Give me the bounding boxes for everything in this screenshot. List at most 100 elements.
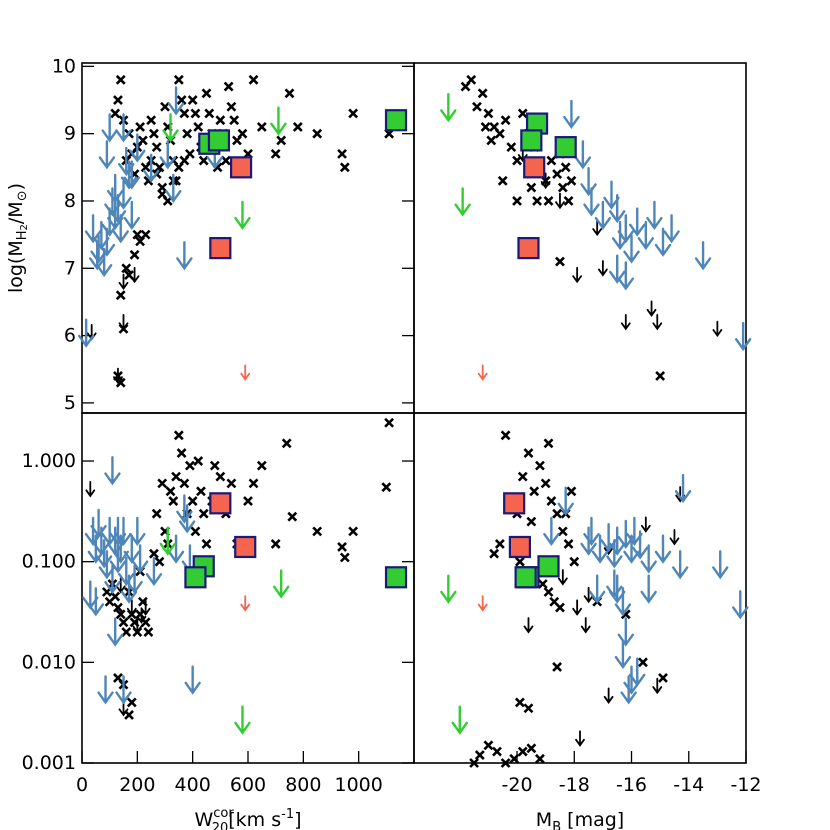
detection-point bbox=[190, 108, 201, 119]
detection-point bbox=[121, 627, 132, 637]
panel-top-right bbox=[413, 62, 752, 414]
upper-limit-blue bbox=[591, 534, 609, 564]
detection-point bbox=[179, 108, 190, 119]
upper-limit-black bbox=[85, 481, 96, 498]
upper-limit-blue bbox=[107, 200, 124, 230]
x-label-right: MB [mag] bbox=[536, 809, 624, 830]
detection-point bbox=[248, 74, 259, 85]
upper-limit-blue bbox=[77, 318, 95, 348]
detection-point bbox=[546, 496, 557, 507]
upper-limit-blue bbox=[712, 550, 729, 580]
upper-limit-black bbox=[652, 677, 663, 695]
detection-point bbox=[146, 115, 157, 126]
upper-limit-blue bbox=[87, 587, 105, 617]
detection-point bbox=[477, 88, 488, 99]
upper-limit-blue bbox=[606, 569, 623, 599]
upper-limit-black bbox=[136, 607, 147, 624]
upper-limit-blue bbox=[89, 241, 106, 271]
detection-point bbox=[494, 128, 505, 139]
upper-limit-black bbox=[132, 617, 143, 634]
detection-point bbox=[517, 471, 528, 482]
y-tick-label: 6 bbox=[64, 325, 76, 347]
upper-limit-blue bbox=[118, 556, 135, 587]
detection-point bbox=[563, 196, 574, 206]
upper-limit-blue bbox=[115, 180, 132, 210]
detection-point bbox=[287, 511, 298, 522]
upper-limit-blue bbox=[617, 617, 634, 647]
upper-limit-blue bbox=[107, 617, 124, 647]
upper-limit-blue bbox=[606, 539, 623, 569]
detection-point bbox=[110, 108, 121, 119]
upper-limit-blue bbox=[98, 140, 116, 170]
upper-limit-blue bbox=[580, 167, 597, 197]
detection-point bbox=[154, 162, 165, 173]
detection-point bbox=[497, 175, 508, 186]
detection-point bbox=[512, 196, 522, 206]
upper-limit-blue bbox=[563, 99, 580, 130]
detection-point bbox=[339, 162, 350, 173]
upper-limit-blue bbox=[93, 526, 110, 556]
upper-limit-black bbox=[572, 599, 583, 616]
detection-point bbox=[552, 169, 563, 179]
detection-point bbox=[560, 162, 571, 173]
upper-limit-blue bbox=[654, 534, 672, 564]
detection-point bbox=[171, 471, 181, 482]
detection-point bbox=[655, 371, 666, 381]
square-green bbox=[184, 566, 207, 589]
detection-point bbox=[201, 539, 212, 549]
upper-limit-blue bbox=[637, 220, 655, 251]
detection-point bbox=[466, 74, 477, 85]
detection-point bbox=[276, 135, 287, 146]
axes-frame bbox=[413, 412, 747, 764]
upper-limit-blue bbox=[583, 187, 600, 217]
detection-point bbox=[552, 508, 563, 519]
square-red bbox=[209, 236, 232, 260]
detection-point bbox=[557, 526, 568, 537]
detection-point bbox=[229, 115, 240, 126]
detection-point bbox=[486, 135, 497, 146]
upper-limit-blue bbox=[674, 473, 692, 504]
detection-point bbox=[480, 122, 491, 132]
detection-point bbox=[500, 758, 511, 768]
detection-point bbox=[113, 95, 123, 105]
x-tick-label: -12 bbox=[730, 774, 761, 796]
upper-limit-blue bbox=[123, 534, 140, 564]
y-tick-label: 10 bbox=[52, 55, 76, 77]
detection-point bbox=[256, 122, 267, 132]
upper-limit-blue bbox=[732, 590, 749, 620]
upper-limit-blue bbox=[583, 516, 600, 547]
detection-point bbox=[270, 539, 281, 549]
detection-point bbox=[526, 182, 537, 193]
detection-point bbox=[110, 591, 121, 602]
upper-limit-blue bbox=[594, 200, 612, 230]
upper-limit-black bbox=[557, 569, 568, 586]
detection-point bbox=[526, 516, 537, 527]
detection-point bbox=[638, 657, 648, 668]
upper-limit-blue bbox=[178, 504, 196, 534]
upper-limit-blue bbox=[115, 113, 132, 143]
upper-limit-blue bbox=[609, 254, 626, 284]
detection-point bbox=[537, 579, 548, 589]
detection-point bbox=[198, 508, 209, 519]
upper-limit-red bbox=[477, 595, 488, 612]
detection-point bbox=[198, 155, 209, 166]
upper-limit-blue bbox=[115, 675, 132, 705]
square-green bbox=[384, 566, 408, 589]
detection-point bbox=[243, 496, 253, 507]
square-green bbox=[554, 136, 577, 159]
upper-limit-black bbox=[597, 260, 608, 277]
detection-point bbox=[555, 256, 565, 267]
square-red bbox=[508, 535, 531, 559]
detection-point bbox=[149, 128, 159, 139]
x-tick-label: -16 bbox=[616, 774, 647, 796]
detection-point bbox=[312, 128, 323, 139]
upper-limit-blue bbox=[176, 494, 193, 524]
detection-point bbox=[226, 478, 237, 489]
upper-limit-blue bbox=[663, 214, 680, 244]
upper-limit-black bbox=[669, 529, 680, 546]
detection-point bbox=[151, 142, 162, 153]
detection-point bbox=[514, 556, 525, 567]
detection-point bbox=[215, 471, 226, 482]
detection-point bbox=[193, 456, 204, 466]
detection-point bbox=[226, 101, 237, 112]
